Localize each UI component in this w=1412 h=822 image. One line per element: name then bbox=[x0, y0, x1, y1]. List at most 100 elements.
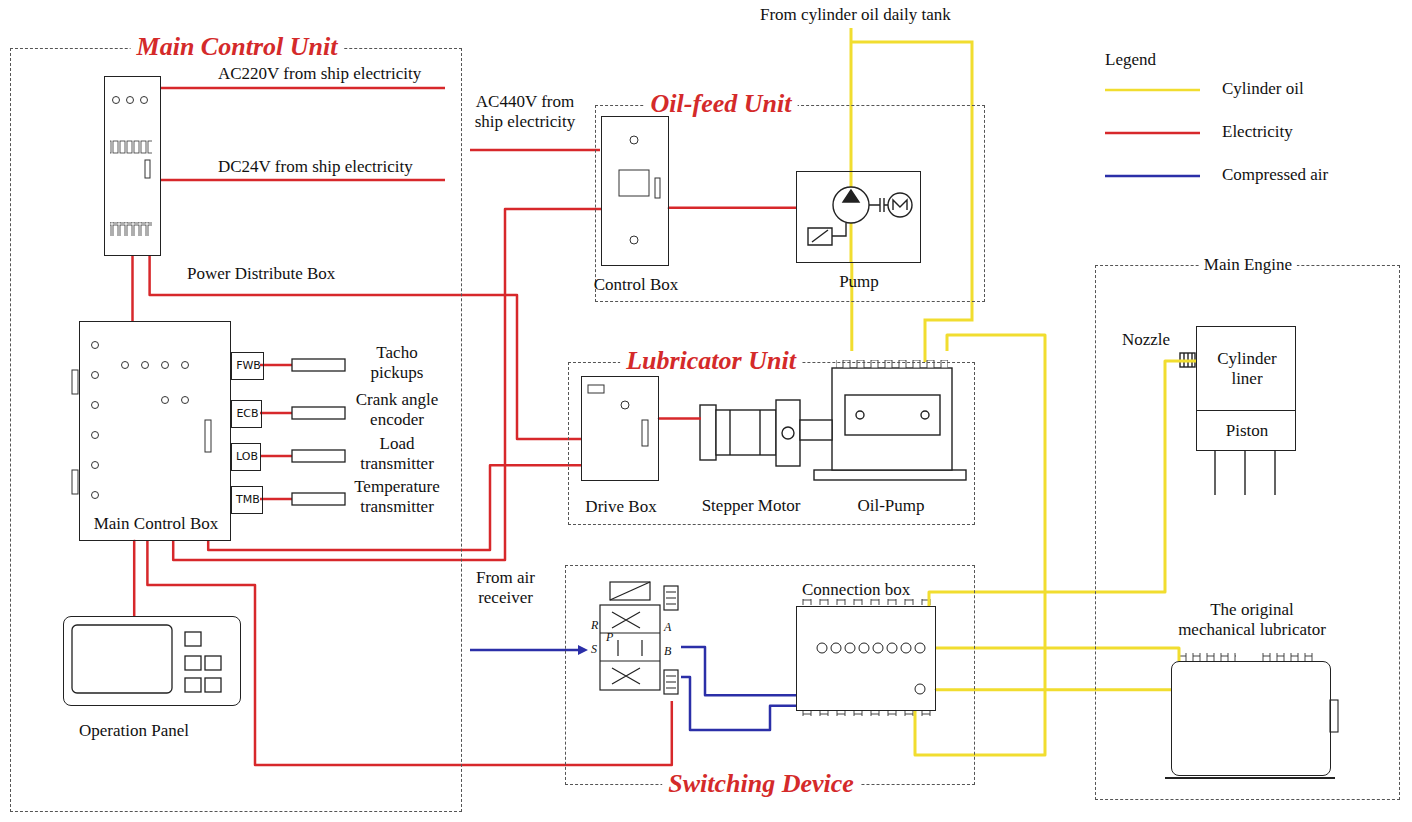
cabinet-detail bbox=[630, 236, 638, 244]
stepper-motor-drawing bbox=[782, 427, 794, 439]
operation-panel-detail bbox=[72, 625, 172, 693]
connector-line bbox=[131, 256, 134, 321]
stepper-motor: Stepper Motor bbox=[701, 396, 801, 471]
node-label: Cylinder liner bbox=[1207, 349, 1287, 388]
annotation-label: Crank angle encoder bbox=[352, 390, 442, 429]
connection-box-detail bbox=[915, 643, 925, 653]
node-label: Connection box bbox=[802, 580, 910, 600]
oil-pipe-connector bbox=[936, 648, 1179, 661]
node-label: FWB bbox=[236, 360, 261, 373]
connector-line bbox=[134, 541, 135, 616]
legend-text: Electricity bbox=[1222, 122, 1293, 142]
legend-line-sample bbox=[1105, 132, 1200, 135]
mechanical-lubricator-detail bbox=[1180, 653, 1236, 661]
oil-pump-drawing bbox=[800, 360, 966, 480]
valve-symbol bbox=[612, 668, 640, 684]
connection-box-detail bbox=[800, 599, 936, 716]
operation-panel-detail bbox=[185, 656, 201, 670]
port-letter: S bbox=[591, 643, 597, 657]
annotation-label: Load transmitter bbox=[352, 434, 442, 473]
legend-line-sample bbox=[1105, 175, 1200, 178]
connection-box-detail bbox=[800, 599, 936, 605]
operation-panel-detail bbox=[185, 632, 201, 646]
mechanical-lubricator-detail bbox=[1262, 653, 1318, 661]
valve-symbol bbox=[664, 586, 678, 610]
annotation-label: Legend bbox=[1105, 50, 1156, 70]
pump-symbol bbox=[833, 187, 869, 223]
oil-pipe bbox=[851, 28, 972, 362]
valve-symbol bbox=[610, 582, 650, 600]
legend-text: Cylinder oil bbox=[1222, 79, 1304, 99]
pump-box: Pump bbox=[796, 171, 921, 263]
power-wire bbox=[260, 364, 292, 367]
mechanical-lubricator: The original mechanical lubricator bbox=[1171, 661, 1331, 776]
cabinet-detail bbox=[621, 401, 629, 409]
region-title: Oil-feed Unit bbox=[645, 89, 798, 119]
power-cable-connector bbox=[132, 256, 133, 321]
valve-symbol bbox=[600, 582, 678, 694]
pump-symbol bbox=[888, 193, 912, 217]
cabinet-detail bbox=[110, 222, 152, 236]
pump-symbol bbox=[808, 187, 912, 245]
valve-symbol bbox=[610, 582, 650, 600]
connector-line bbox=[669, 208, 796, 209]
node-label: Piston bbox=[1226, 421, 1269, 441]
operation-panel-detail bbox=[205, 656, 221, 670]
oil-pump-drawing bbox=[832, 368, 952, 470]
cylinder-liner: Cylinder liner bbox=[1196, 326, 1296, 411]
pump-symbol bbox=[843, 190, 859, 202]
connector-line bbox=[929, 361, 1196, 606]
annotation-label: From air receiver bbox=[468, 568, 543, 607]
node-label: Operation Panel bbox=[79, 721, 189, 741]
pump-symbol bbox=[832, 223, 846, 236]
operation-panel-detail bbox=[185, 678, 201, 692]
power-cable-connector bbox=[669, 208, 796, 209]
sensor-symbol bbox=[292, 450, 345, 462]
node-label: TMB bbox=[236, 494, 260, 507]
operation-panel: Operation Panel bbox=[63, 616, 241, 706]
power-cable-connector bbox=[150, 256, 581, 439]
region-title: Main Control Unit bbox=[131, 32, 344, 62]
node-label: Power Distribute Box bbox=[187, 264, 335, 284]
oil-pump-drawing bbox=[856, 411, 864, 419]
connection-box: Connection box bbox=[796, 606, 936, 711]
node-label: Oil-Pump bbox=[857, 496, 924, 516]
interface-board: FWB bbox=[231, 352, 264, 380]
connector-line bbox=[173, 209, 601, 560]
stepper-motor-drawing bbox=[730, 410, 760, 455]
connector-line bbox=[208, 465, 581, 550]
interface-board: ECB bbox=[231, 400, 262, 428]
connection-box-detail bbox=[831, 643, 841, 653]
connection-box-detail bbox=[901, 643, 911, 653]
interface-board: LOB bbox=[231, 443, 261, 471]
unit-region: Oil-feed UnitControl BoxPump bbox=[595, 105, 985, 302]
legend-text: Compressed air bbox=[1222, 165, 1328, 185]
cabinet-detail bbox=[92, 432, 99, 439]
node-label: Control Box bbox=[594, 275, 679, 295]
cabinet-detail bbox=[72, 470, 78, 494]
connector-line bbox=[681, 647, 796, 695]
sensor-symbol bbox=[292, 493, 345, 505]
valve-symbol bbox=[618, 640, 642, 656]
cabinet-detail bbox=[72, 370, 78, 394]
oil-pump: Oil-Pump bbox=[821, 351, 961, 481]
mechanical-lubricator-detail bbox=[1165, 777, 1335, 779]
port-letter: R bbox=[591, 619, 598, 633]
cabinet-detail bbox=[113, 97, 120, 104]
piston: Piston bbox=[1196, 410, 1296, 451]
connector-line bbox=[936, 648, 1179, 661]
unit-region: Lubricator UnitDrive BoxStepper MotorOil… bbox=[568, 362, 975, 525]
sensor-symbol bbox=[292, 407, 345, 419]
oil-pump-drawing bbox=[845, 395, 940, 435]
valve-symbol bbox=[664, 670, 678, 694]
cabinet-detail bbox=[642, 420, 648, 446]
power-wire bbox=[160, 179, 445, 182]
valve-symbol bbox=[612, 612, 640, 628]
valve-symbol bbox=[666, 592, 676, 604]
mechanical-lubricator-detail bbox=[1330, 700, 1338, 732]
power-cable-connector bbox=[173, 209, 601, 560]
cabinet-detail bbox=[92, 342, 99, 349]
port-letter: A bbox=[664, 621, 671, 635]
